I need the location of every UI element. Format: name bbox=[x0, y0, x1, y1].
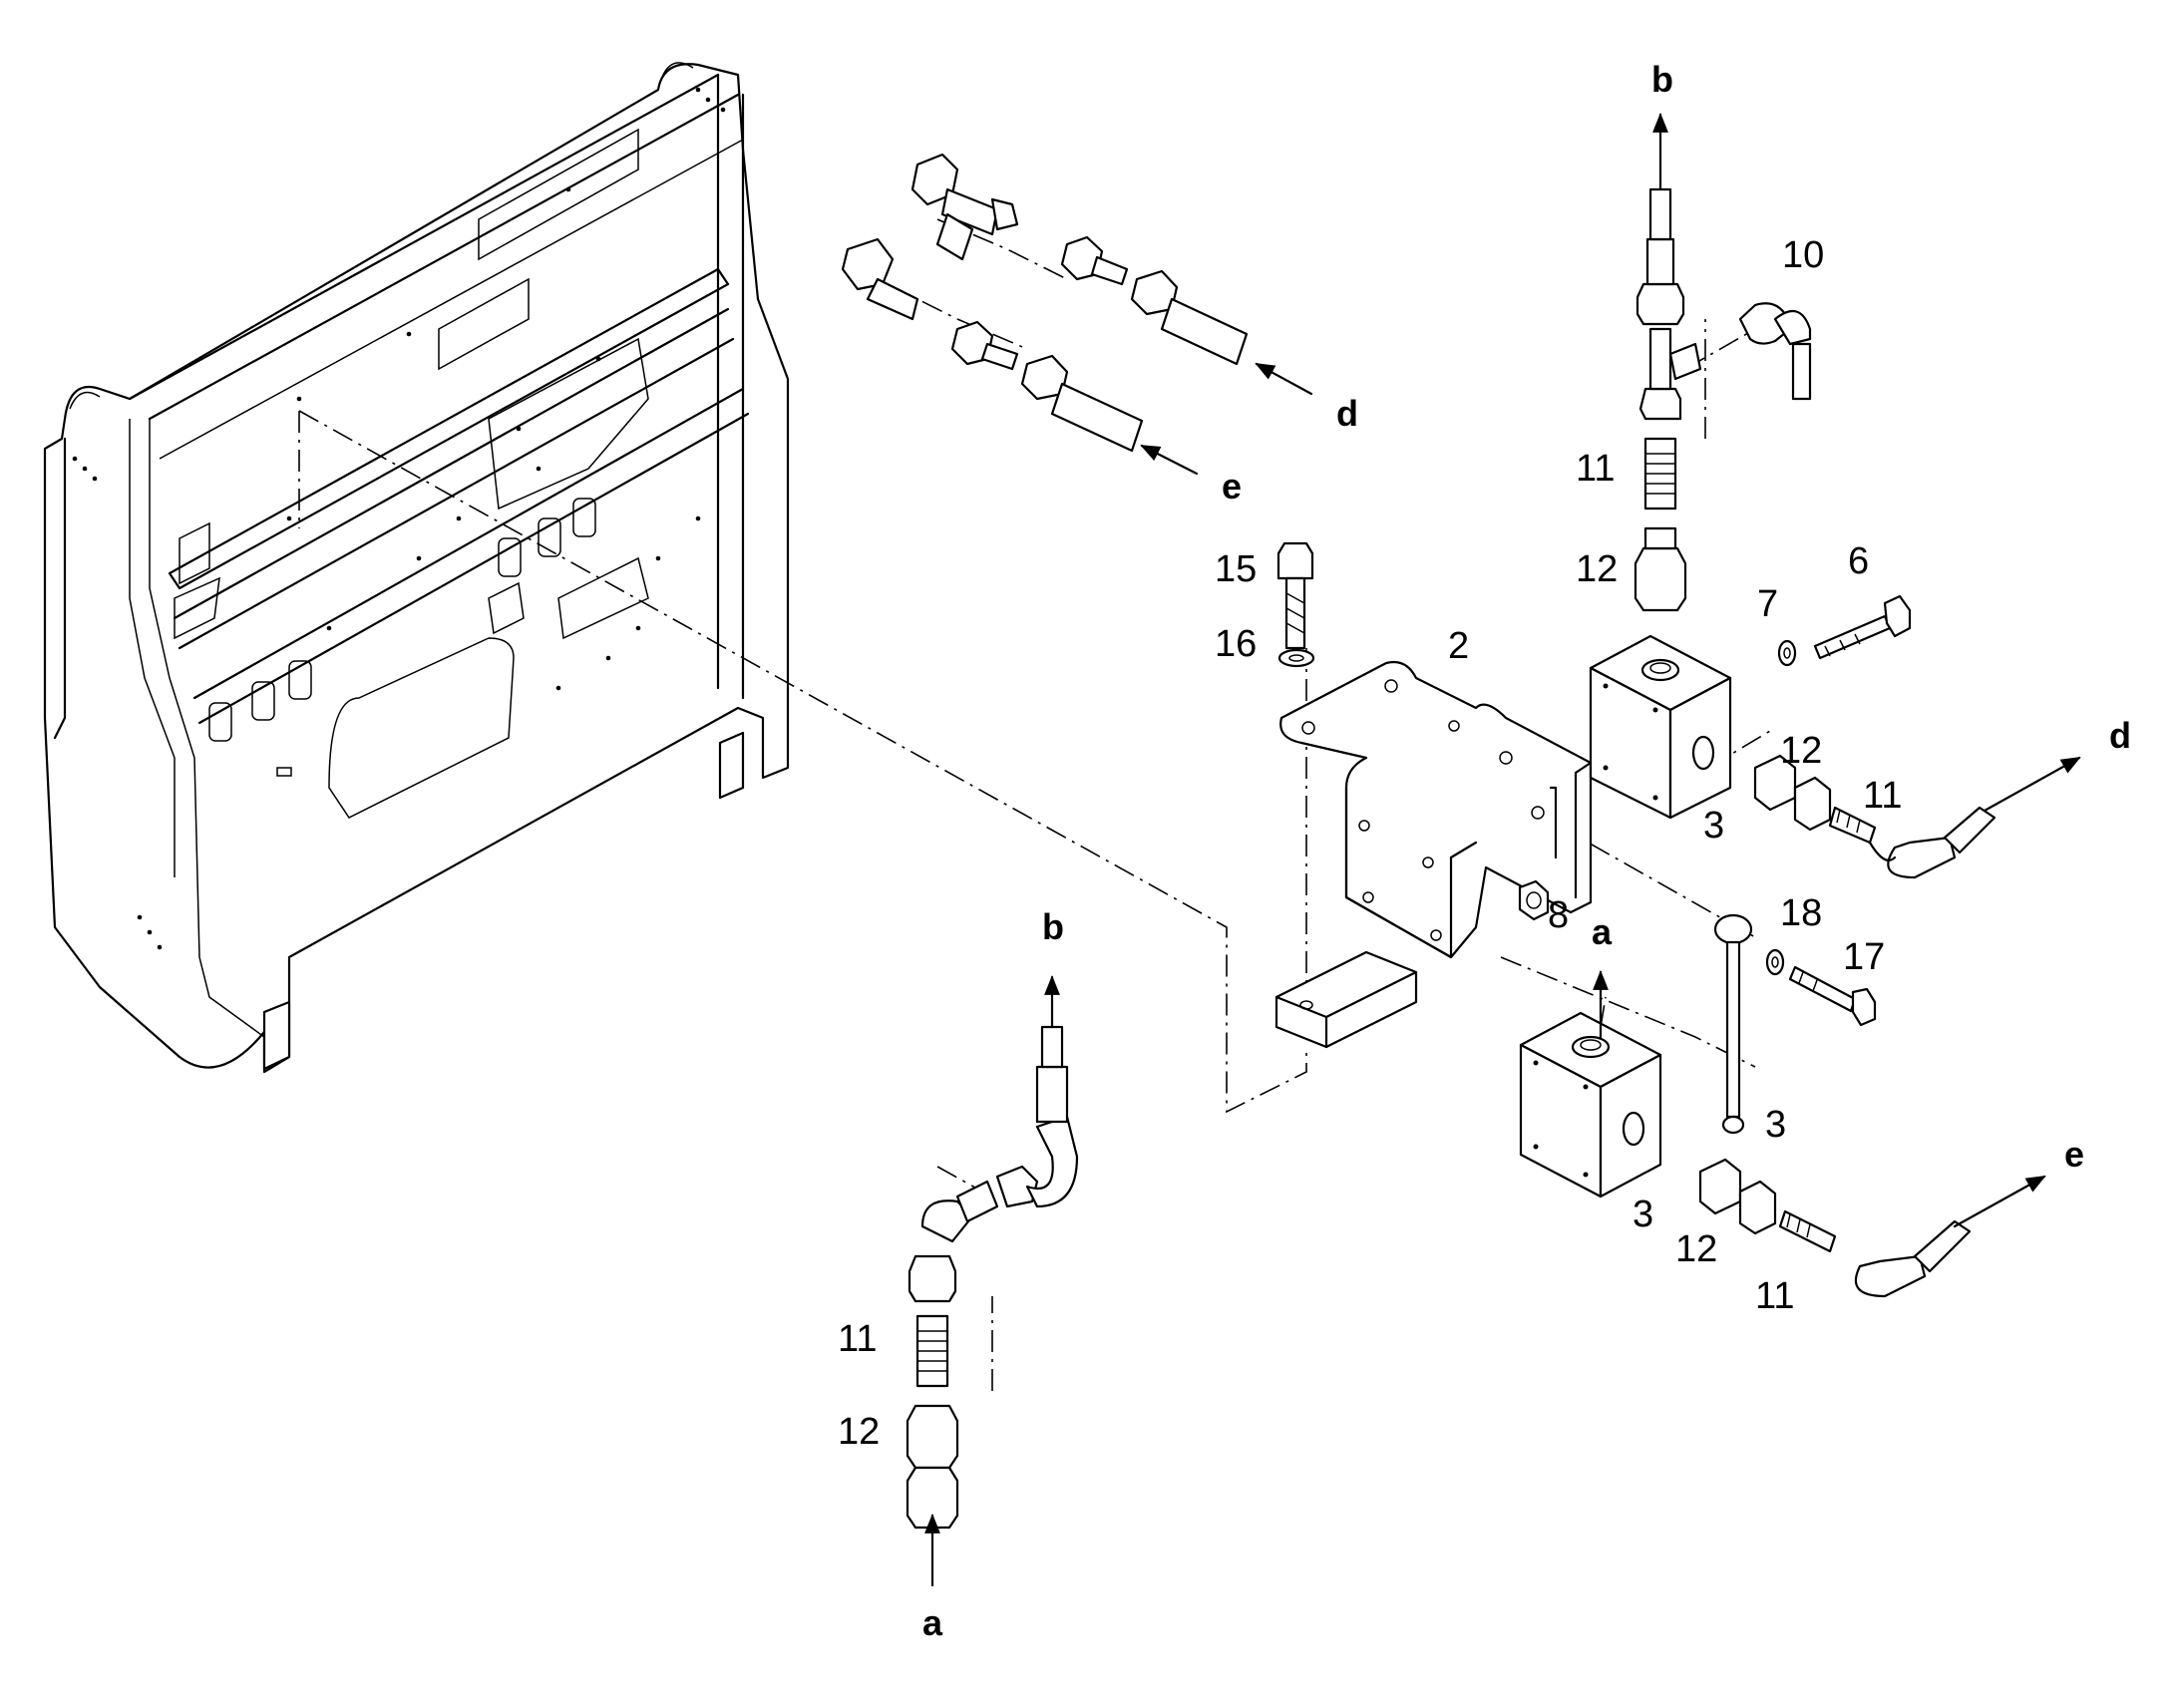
port-a-bottom: a bbox=[922, 1602, 943, 1643]
callout-16: 16 bbox=[1215, 623, 1257, 665]
callout-11-side-e: 11 bbox=[1755, 1275, 1794, 1317]
valve-block-lower bbox=[1519, 1011, 1662, 1198]
pin-3 bbox=[1713, 913, 1753, 1135]
port-e-top: e bbox=[1222, 466, 1242, 507]
callout-15: 15 bbox=[1215, 548, 1257, 590]
washer-18 bbox=[1765, 948, 1785, 976]
port-letters: b b a a d d e e bbox=[922, 59, 2131, 1643]
callout-18: 18 bbox=[1780, 892, 1822, 934]
callout-11-lower-left: 11 bbox=[838, 1318, 877, 1360]
bolt-15 bbox=[1276, 541, 1314, 650]
callout-7: 7 bbox=[1757, 583, 1778, 625]
port-b-left: b bbox=[1042, 906, 1064, 947]
callout-12-side-d: 12 bbox=[1780, 730, 1822, 772]
port-b-top: b bbox=[1651, 59, 1673, 100]
fitting-cluster-top-left bbox=[841, 153, 1249, 453]
callout-3-lower: 3 bbox=[1633, 1194, 1653, 1235]
callout-11-side-d: 11 bbox=[1863, 775, 1902, 817]
callout-8: 8 bbox=[1548, 894, 1569, 936]
callout-10: 10 bbox=[1782, 234, 1824, 276]
callout-11-upper: 11 bbox=[1576, 448, 1615, 490]
valve-block-upper bbox=[1589, 634, 1732, 820]
washer-7 bbox=[1777, 639, 1797, 667]
washer-16 bbox=[1277, 648, 1315, 668]
callout-2: 2 bbox=[1448, 625, 1469, 667]
bolt-6 bbox=[1813, 594, 1912, 660]
bolt-17 bbox=[1788, 965, 1877, 1027]
callout-12-upper: 12 bbox=[1576, 548, 1618, 590]
fitting-chain-d bbox=[1753, 754, 1997, 879]
flow-arrows bbox=[924, 113, 2081, 1587]
callout-labels: 2 3 3 3 6 7 8 10 11 11 11 11 12 12 12 12… bbox=[838, 234, 1902, 1453]
port-e-right: e bbox=[2064, 1134, 2084, 1175]
callout-3-pin: 3 bbox=[1765, 1104, 1786, 1146]
spacer-block bbox=[1274, 950, 1418, 1049]
port-d-right: d bbox=[2109, 715, 2131, 756]
port-d-top: d bbox=[1336, 393, 1358, 434]
nut-8 bbox=[1518, 879, 1550, 921]
port-a-block: a bbox=[1592, 911, 1613, 952]
elbow-10 bbox=[1738, 302, 1812, 401]
callout-12-lower-left: 12 bbox=[838, 1411, 880, 1453]
fitting-stack-upper bbox=[1634, 187, 1702, 612]
callout-6: 6 bbox=[1848, 540, 1869, 582]
fitting-stack-lower-left bbox=[906, 1025, 1079, 1530]
carriage-frame bbox=[43, 62, 790, 1074]
callout-12-side-e: 12 bbox=[1675, 1228, 1717, 1270]
callout-3-upper: 3 bbox=[1703, 805, 1724, 847]
callout-17: 17 bbox=[1843, 936, 1885, 978]
fitting-chain-e bbox=[1698, 1158, 1972, 1298]
